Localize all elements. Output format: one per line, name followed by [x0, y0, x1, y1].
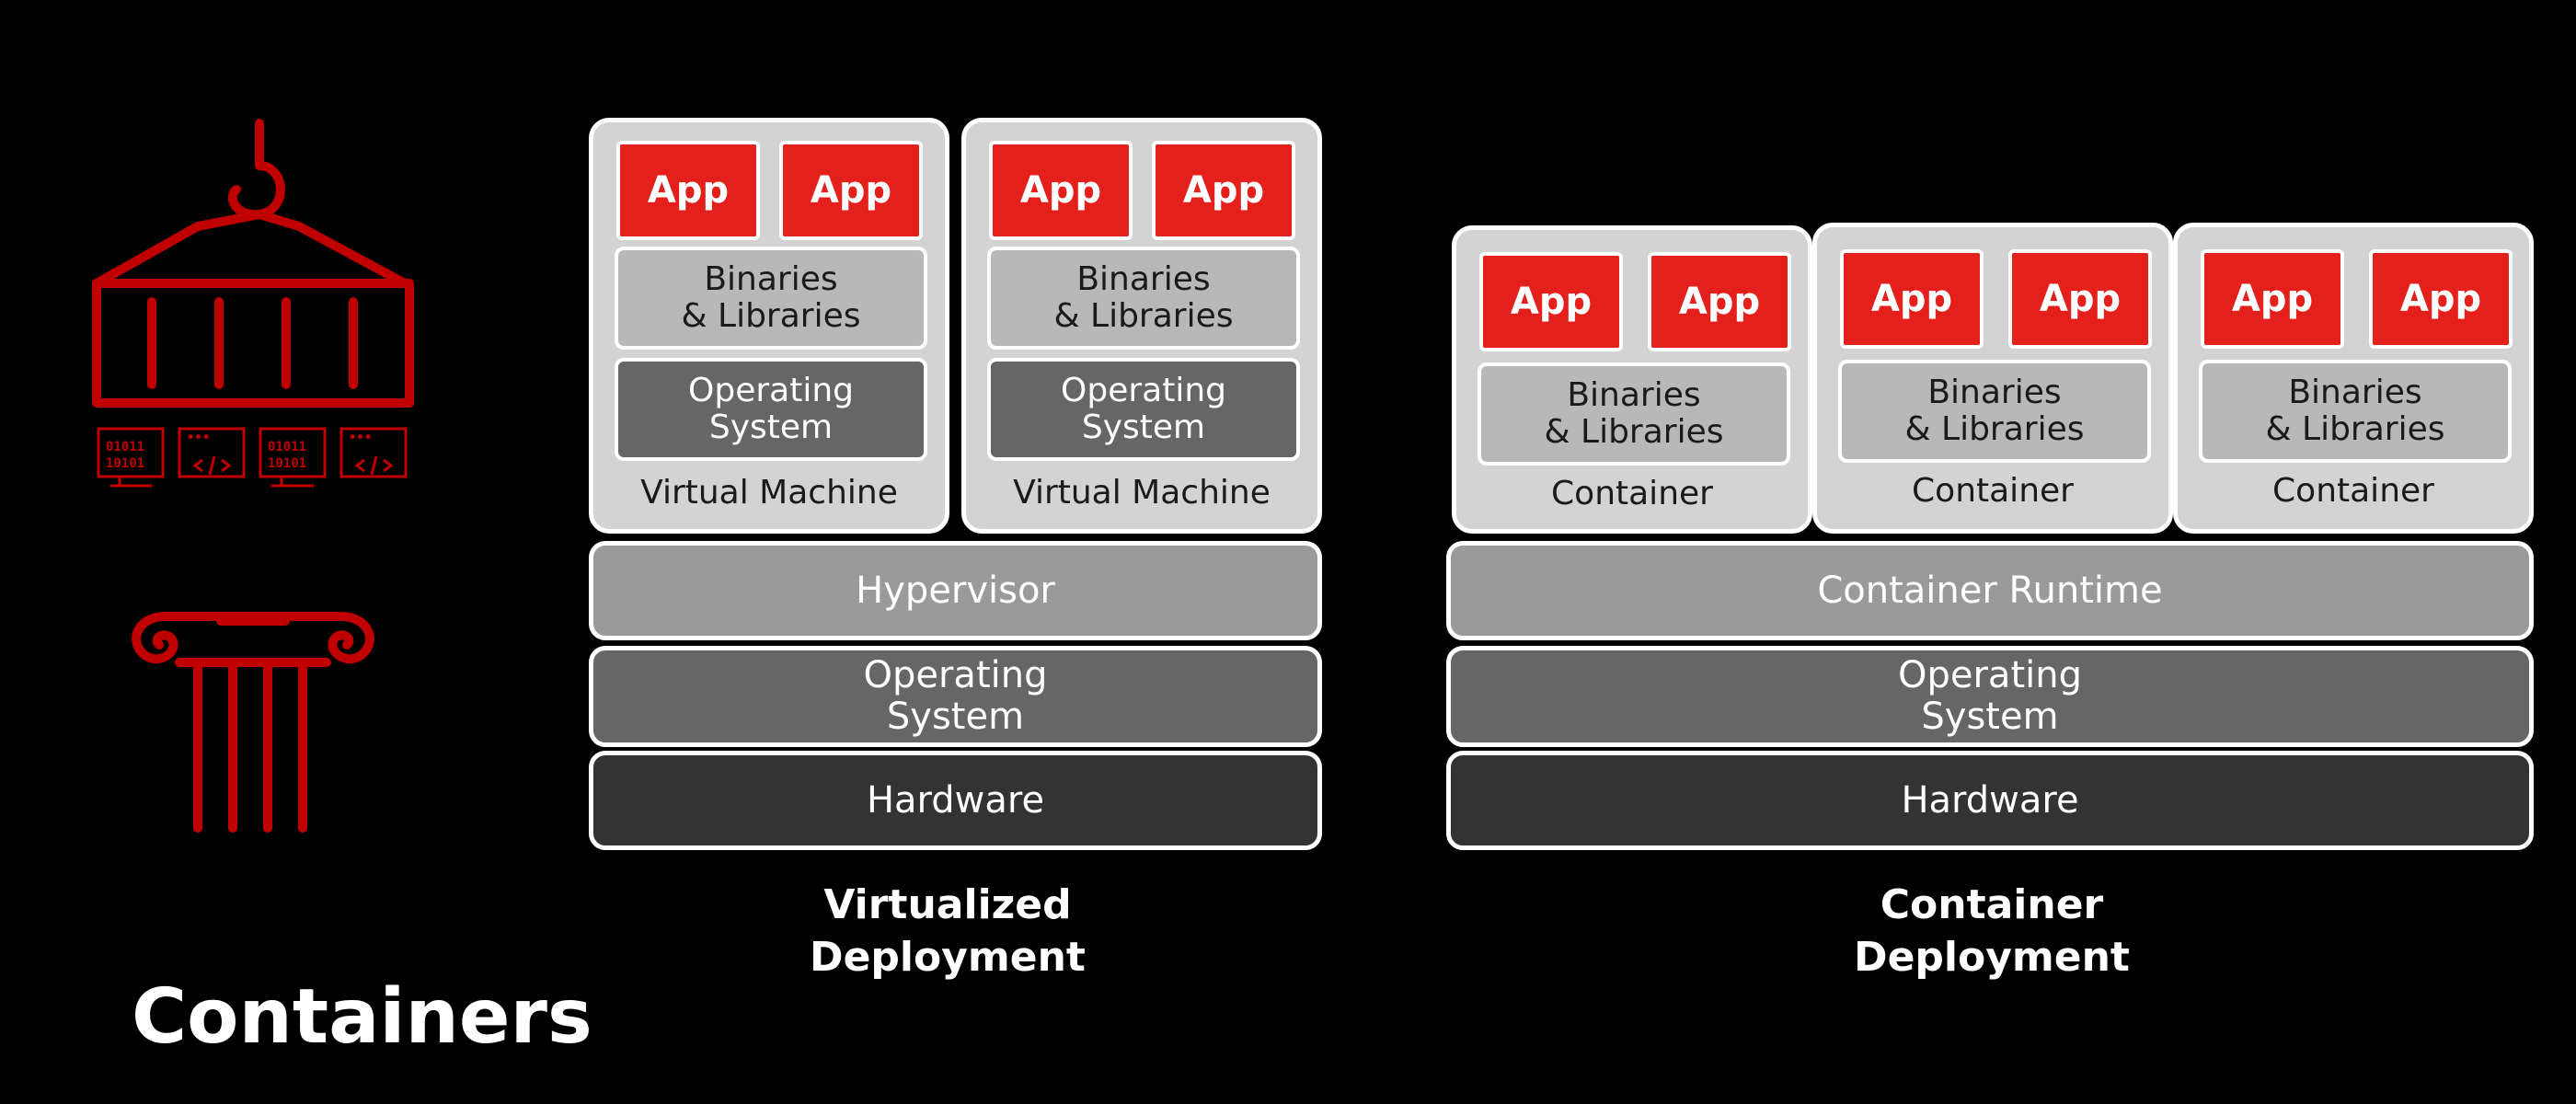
- app-box: App: [779, 141, 923, 240]
- page-title: Containers: [132, 973, 592, 1061]
- hardware-layer: Hardware: [589, 751, 1322, 850]
- guest-os-box: Operating System: [987, 358, 1300, 461]
- container: App App Binaries & Libraries Container: [2173, 223, 2534, 534]
- container-label: Container: [1551, 475, 1713, 512]
- column-pillar-icon: [132, 612, 374, 833]
- hardware-layer: Hardware: [1446, 751, 2534, 850]
- container-label: Container: [2272, 472, 2434, 510]
- binaries-libraries-box: Binaries & Libraries: [987, 247, 1300, 350]
- app-box: App: [2008, 249, 2152, 349]
- container-label: Container: [1912, 472, 2074, 510]
- virtualized-deployment-title: Virtualized Deployment: [810, 881, 1086, 982]
- binaries-libraries-box: Binaries & Libraries: [615, 247, 927, 350]
- host-os-layer: Operating System: [589, 646, 1322, 747]
- app-box: App: [1479, 252, 1623, 351]
- app-box: App: [989, 141, 1133, 240]
- svg-text:10101: 10101: [268, 456, 306, 471]
- binaries-libraries-box: Binaries & Libraries: [2199, 360, 2512, 463]
- app-box: App: [1648, 252, 1791, 351]
- virtual-machine: App App Binaries & Libraries Operating S…: [589, 118, 949, 534]
- svg-text:•••: •••: [187, 431, 210, 445]
- app-box: App: [1840, 249, 1984, 349]
- shipping-container-icon: 01011 10101 01011 10101 ••• •••: [92, 119, 414, 488]
- guest-os-box: Operating System: [615, 358, 927, 461]
- container-deployment-title: Container Deployment: [1854, 881, 2130, 982]
- svg-text:01011: 01011: [268, 440, 306, 454]
- svg-text:•••: •••: [349, 431, 372, 445]
- app-box: App: [616, 141, 760, 240]
- binaries-libraries-box: Binaries & Libraries: [1838, 360, 2151, 463]
- svg-text:10101: 10101: [106, 456, 144, 471]
- app-box: App: [2369, 249, 2513, 349]
- vm-label: Virtual Machine: [640, 474, 898, 512]
- svg-text:01011: 01011: [106, 440, 144, 454]
- host-os-layer: Operating System: [1446, 646, 2534, 747]
- hypervisor-layer: Hypervisor: [589, 541, 1322, 640]
- app-box: App: [2201, 249, 2344, 349]
- vm-label: Virtual Machine: [1013, 474, 1271, 512]
- app-box: App: [1152, 141, 1295, 240]
- container-runtime-layer: Container Runtime: [1446, 541, 2534, 640]
- binaries-libraries-box: Binaries & Libraries: [1478, 362, 1790, 466]
- virtual-machine: App App Binaries & Libraries Operating S…: [961, 118, 1322, 534]
- container: App App Binaries & Libraries Container: [1452, 225, 1812, 534]
- container: App App Binaries & Libraries Container: [1812, 223, 2173, 534]
